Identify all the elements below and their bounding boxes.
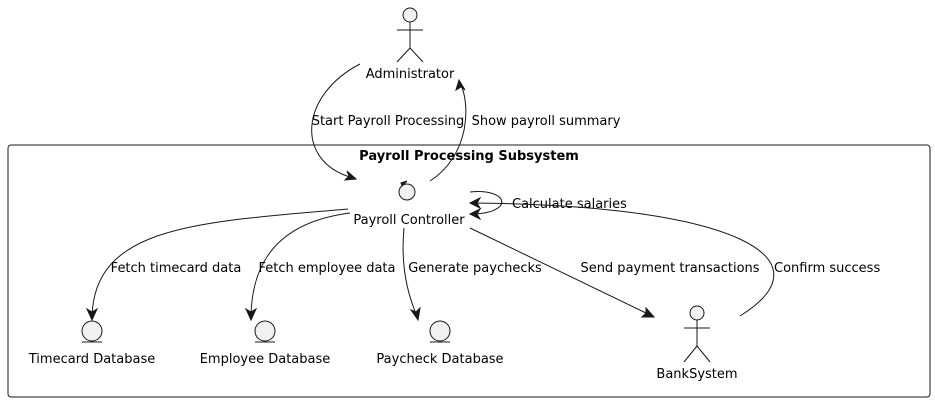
edge-show-summary-label: Show payroll summary [472, 114, 621, 129]
bank-system-label: BankSystem [656, 367, 737, 382]
administrator-actor-icon [396, 7, 424, 63]
employee-db-label: Employee Database [200, 352, 331, 367]
controller-icon [398, 180, 416, 201]
edge-calculate-salaries [468, 191, 503, 221]
edge-start-processing-label: Start Payroll Processing [312, 114, 465, 129]
paycheck-db-label: Paycheck Database [376, 352, 503, 367]
edge-fetch-employee [244, 212, 351, 322]
subsystem-boundary [7, 144, 931, 398]
timecard-db-label: Timecard Database [28, 352, 155, 367]
paycheck-db-entity-icon [429, 320, 451, 343]
edge-send-payment-label: Send payment transactions [580, 261, 759, 276]
edge-confirm-success [468, 196, 775, 317]
edge-send-payment [469, 227, 656, 318]
subsystem-title: Payroll Processing Subsystem [359, 149, 579, 164]
controller-label: Payroll Controller [353, 213, 465, 228]
edge-fetch-employee-label: Fetch employee data [259, 261, 396, 276]
edge-generate-paychecks [402, 227, 421, 322]
edge-fetch-timecard [85, 208, 349, 322]
edge-calculate-salaries-label: Calculate salaries [512, 197, 627, 212]
edge-generate-paychecks-label: Generate paychecks [408, 261, 542, 276]
edge-fetch-timecard-label: Fetch timecard data [111, 261, 242, 276]
edge-show-summary [429, 78, 467, 182]
administrator-label: Administrator [366, 67, 455, 82]
bank-system-actor-icon [683, 305, 711, 363]
timecard-db-entity-icon [81, 320, 103, 343]
employee-db-entity-icon [254, 320, 276, 343]
edge-start-processing [311, 63, 361, 181]
edge-confirm-success-label: Confirm success [774, 261, 880, 276]
